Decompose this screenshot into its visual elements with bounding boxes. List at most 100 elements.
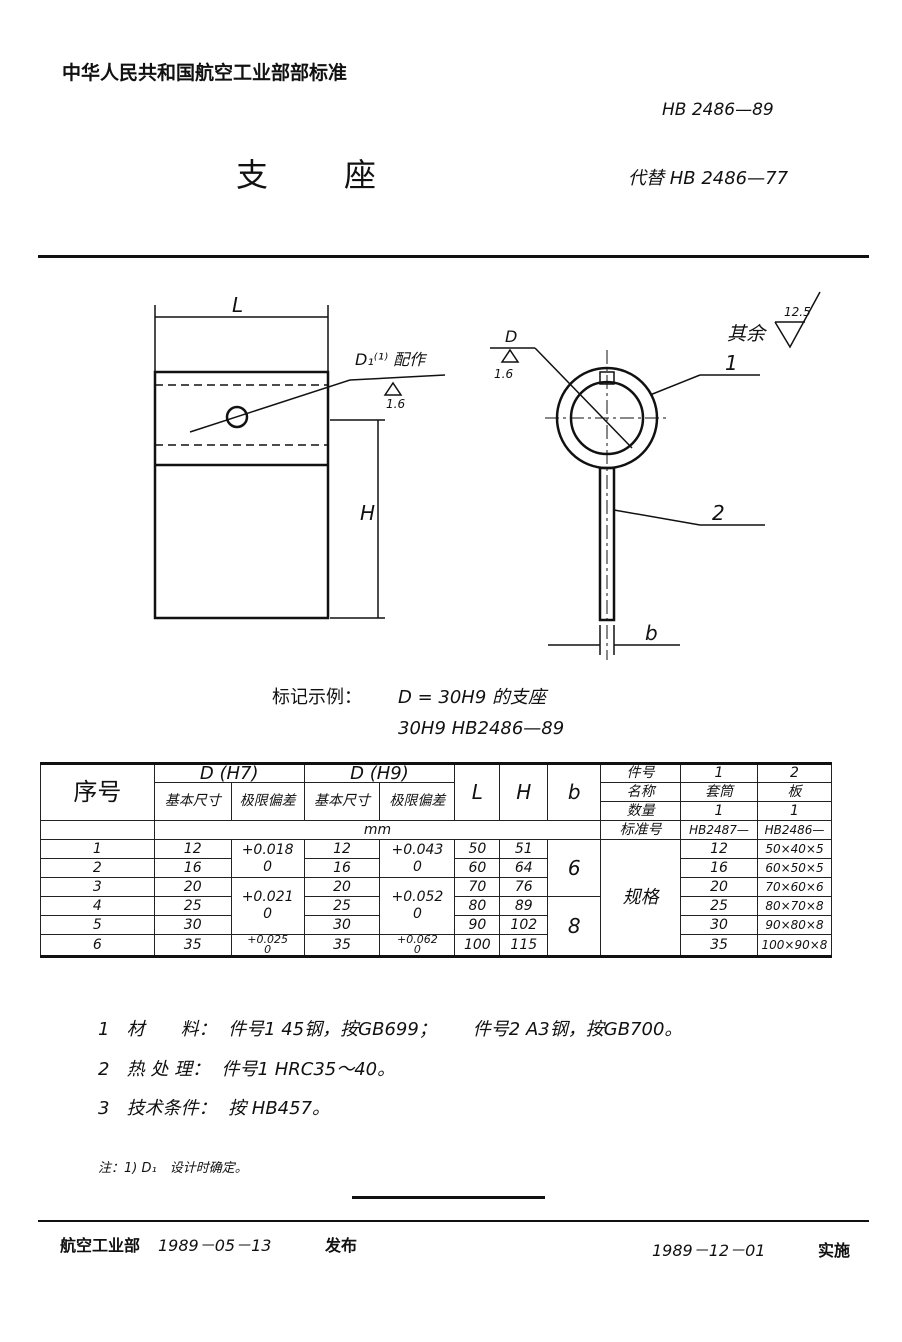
header-dh9: D (H9) bbox=[303, 763, 456, 783]
part-1-spec: 35 bbox=[680, 934, 758, 957]
label-H: H bbox=[360, 501, 375, 525]
leader-2: 2 bbox=[712, 501, 725, 525]
empty-cell bbox=[40, 820, 155, 840]
L: 70 bbox=[454, 877, 501, 897]
seq: 3 bbox=[40, 877, 155, 897]
part-2-spec: 90×80×8 bbox=[756, 915, 833, 935]
header-qty: 数量 bbox=[600, 801, 682, 821]
part-2-name: 板 bbox=[756, 782, 833, 802]
header-H: H bbox=[499, 763, 549, 821]
part-2-spec: 100×90×8 bbox=[756, 934, 833, 957]
footer-issue-date: 1989－05－13 bbox=[158, 1236, 272, 1255]
L: 80 bbox=[454, 896, 501, 916]
header-std-no: 标准号 bbox=[600, 820, 682, 840]
part-1-spec: 25 bbox=[680, 896, 758, 916]
header-divider bbox=[38, 255, 869, 258]
footer-effective-label: 实施 bbox=[818, 1241, 851, 1260]
L: 100 bbox=[454, 934, 501, 957]
H: 102 bbox=[499, 915, 549, 935]
L: 90 bbox=[454, 915, 501, 935]
part-2-std: HB2486— bbox=[756, 820, 833, 840]
header-base-size-h9: 基本尺寸 bbox=[303, 782, 381, 821]
footer-issuer: 航空工业部 bbox=[60, 1236, 141, 1255]
part-2-spec: 50×40×5 bbox=[756, 839, 833, 859]
spec-label: 规格 bbox=[600, 839, 682, 957]
part-1-name: 套筒 bbox=[680, 782, 758, 802]
header-tolerance-h9: 极限偏差 bbox=[379, 782, 456, 821]
d7-size: 12 bbox=[153, 839, 232, 859]
header-base-size-h7: 基本尺寸 bbox=[153, 782, 232, 821]
issuing-organization: 中华人民共和国航空工业部部标准 bbox=[62, 62, 348, 84]
H: 64 bbox=[499, 858, 549, 878]
header-tolerance-h7: 极限偏差 bbox=[230, 782, 305, 821]
label-L: L bbox=[232, 293, 243, 317]
part-1-spec: 12 bbox=[680, 839, 758, 859]
part-1-qty: 1 bbox=[680, 801, 758, 821]
requirement-3: 3 技术条件： 按 HB457。 bbox=[98, 1098, 331, 1119]
header-seq: 序号 bbox=[40, 763, 155, 821]
d9-size: 12 bbox=[303, 839, 381, 859]
roughness-symbol bbox=[774, 291, 821, 349]
L: 60 bbox=[454, 858, 501, 878]
label-D1: D₁⁽¹⁾ 配作 bbox=[355, 350, 428, 369]
rest-surfaces-label: 其余 bbox=[727, 323, 768, 345]
front-view: L D₁⁽¹⁾ 配作 1.6 H bbox=[153, 293, 446, 620]
d9-size: 16 bbox=[303, 858, 381, 878]
standard-code: HB 2486—89 bbox=[662, 100, 774, 120]
seq: 6 bbox=[40, 934, 155, 957]
end-divider bbox=[352, 1196, 545, 1199]
label-D: D bbox=[505, 327, 517, 346]
d7-size: 30 bbox=[153, 915, 232, 935]
requirement-1: 1 材 料： 件号1 45钢，按GB699； 件号2 A3钢，按GB700。 bbox=[98, 1019, 683, 1040]
part-1-no: 1 bbox=[680, 763, 758, 783]
rest-roughness: 12.5 bbox=[784, 305, 811, 319]
marking-example: D = 30H9 的支座 bbox=[398, 687, 546, 708]
part-2-spec: 70×60×6 bbox=[756, 877, 833, 897]
part-2-spec: 60×50×5 bbox=[756, 858, 833, 878]
technical-drawing: L D₁⁽¹⁾ 配作 1.6 H D 1.6 1 2 b 其余 bbox=[153, 291, 821, 660]
requirement-2: 2 热 处 理： 件号1 HRC35～40。 bbox=[98, 1059, 396, 1080]
part-1-std: HB2487— bbox=[680, 820, 758, 840]
b-2: 8 bbox=[547, 896, 602, 957]
part-1-spec: 30 bbox=[680, 915, 758, 935]
header-b: b bbox=[547, 763, 602, 821]
table-row: 5 30 30 90 102 30 90×80×8 bbox=[40, 915, 833, 935]
header-dh7: D (H7) bbox=[153, 763, 305, 783]
d9-size: 30 bbox=[303, 915, 381, 935]
marking-label: 标记示例： bbox=[272, 687, 362, 708]
part-2-qty: 1 bbox=[756, 801, 833, 821]
roughness-2: 1.6 bbox=[494, 367, 513, 381]
part-2-no: 2 bbox=[756, 763, 833, 783]
footer-issue-label: 发布 bbox=[325, 1236, 358, 1255]
d7-size: 35 bbox=[153, 934, 232, 957]
b-1: 6 bbox=[547, 839, 602, 897]
H: 76 bbox=[499, 877, 549, 897]
seq: 2 bbox=[40, 858, 155, 878]
replaces-standard: 代替 HB 2486—77 bbox=[628, 168, 789, 189]
label-b: b bbox=[645, 621, 658, 645]
footer-divider bbox=[38, 1220, 869, 1222]
seq: 5 bbox=[40, 915, 155, 935]
document-title: 支 座 bbox=[236, 156, 381, 194]
d9-size: 25 bbox=[303, 896, 381, 916]
specification-table: 序号 D (H7) D (H9) L H b 件号 1 2 基本尺寸 极限偏差 … bbox=[40, 762, 833, 958]
footnote: 注：1) D₁ 设计时确定。 bbox=[98, 1161, 248, 1176]
seq: 1 bbox=[40, 839, 155, 859]
H: 51 bbox=[499, 839, 549, 859]
header-name: 名称 bbox=[600, 782, 682, 802]
header-L: L bbox=[454, 763, 501, 821]
d9-size: 35 bbox=[303, 934, 381, 957]
pin-hole bbox=[225, 405, 249, 429]
header-part-no: 件号 bbox=[600, 763, 682, 783]
seq: 4 bbox=[40, 896, 155, 916]
roughness-1: 1.6 bbox=[386, 397, 405, 411]
d9-size: 20 bbox=[303, 877, 381, 897]
